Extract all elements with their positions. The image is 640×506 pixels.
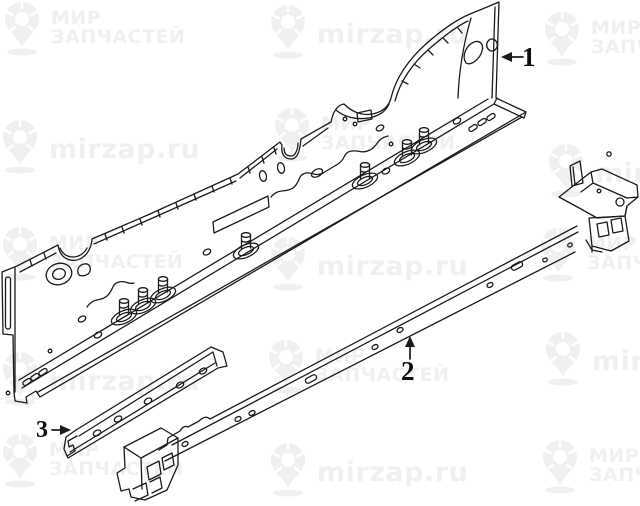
watermark-url: mirzap.ru xyxy=(268,441,468,497)
location-pin-gear-icon xyxy=(269,340,303,394)
location-pin-gear-icon xyxy=(271,5,305,59)
location-pin-gear-icon xyxy=(5,2,39,56)
location-pin-gear-icon xyxy=(541,228,575,282)
location-pin-gear-icon xyxy=(271,443,305,497)
location-pin-gear-icon xyxy=(3,434,37,488)
part-3-rail-drawing xyxy=(63,346,228,459)
watermark-url: mirzap.ru xyxy=(268,235,468,291)
location-pin-gear-icon xyxy=(3,227,37,281)
watermark-url-text: mirzap.ru xyxy=(317,19,469,50)
callout-1-label: 1 xyxy=(522,42,536,72)
location-pin-gear-icon xyxy=(543,440,577,494)
watermark-url: mirzap.ru xyxy=(0,350,200,406)
watermark-url-text: mirzap.ru xyxy=(317,251,469,282)
watermark-url: mirzap.ru xyxy=(543,330,640,386)
callout-3-label: 3 xyxy=(36,417,48,443)
watermark-url: mirzap.ru xyxy=(0,118,200,174)
watermark-url-text: mirzap.ru xyxy=(592,346,640,377)
watermark-url-text: mirzap.ru xyxy=(49,134,201,165)
watermark-url: mirzap.ru xyxy=(268,3,468,59)
callout-2-label: 2 xyxy=(401,356,415,386)
callout-arrows xyxy=(51,52,524,435)
part-2-rail-drawing xyxy=(116,151,639,502)
watermark-url-text: mirzap.ru xyxy=(49,366,201,397)
location-pin-gear-icon xyxy=(271,237,305,291)
location-pin-gear-icon xyxy=(549,144,583,198)
location-pin-gear-icon xyxy=(545,12,579,66)
watermark-url-text: mirzap.ru xyxy=(317,457,469,488)
part-1-panel-drawing xyxy=(1,1,527,404)
location-pin-gear-icon xyxy=(546,332,580,386)
location-pin-gear-icon xyxy=(3,120,37,174)
